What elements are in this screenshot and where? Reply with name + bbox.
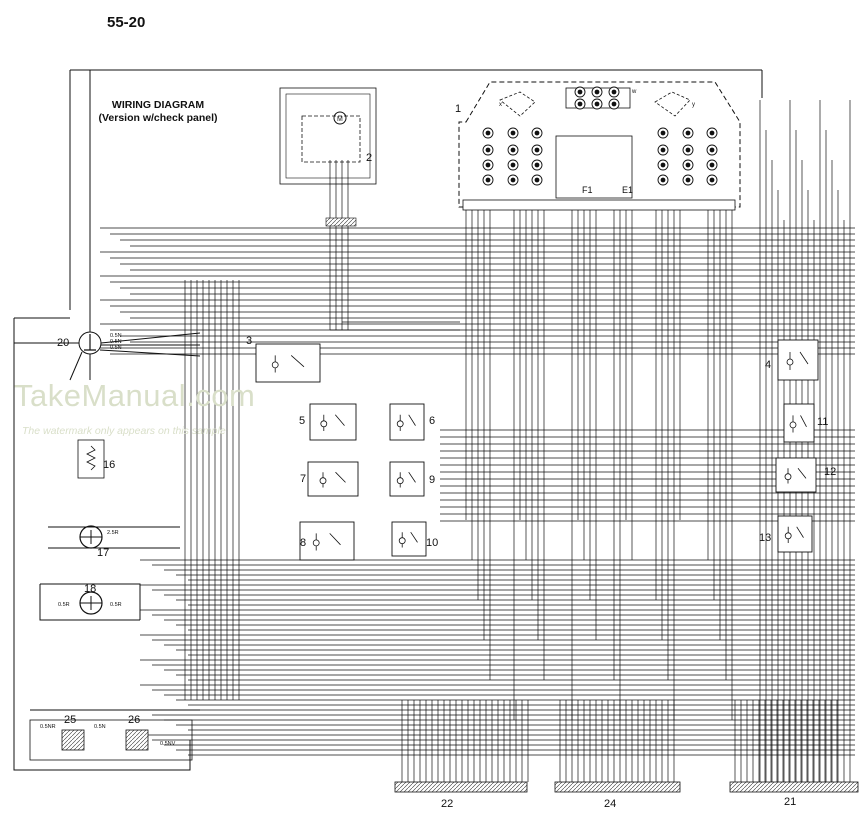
label-5: 5	[299, 415, 305, 427]
wire-label-1: 0.5N	[110, 333, 122, 339]
wire-labels: 0.5N 0.5N 2.5R 0.5R 0.5R 0.5NR 0.5N 0.5N…	[40, 333, 176, 747]
corner-mark-w: w	[631, 89, 637, 95]
wire-label-2: 0.5N	[110, 339, 122, 345]
svg-text:M: M	[337, 116, 343, 123]
instrument-panel	[458, 81, 741, 211]
panel-center-display	[555, 135, 633, 199]
label-7: 7	[300, 473, 306, 485]
diagram-title: WIRING DIAGRAM (Version w/check panel)	[95, 99, 221, 125]
label-18: 18	[84, 583, 96, 595]
label-13: 13	[759, 532, 771, 544]
label-3: 3	[246, 335, 252, 347]
label-20: 20	[57, 337, 69, 349]
connector-f1-label: F1	[582, 185, 593, 195]
connector-e1-label: E1	[622, 185, 633, 195]
label-22: 22	[441, 798, 453, 810]
corner-mark-x: x	[499, 102, 502, 108]
wire-label-7: 0.5N	[94, 724, 106, 730]
wire-label-5: 0.5R	[110, 602, 122, 608]
watermark-brand: TakeManual.com	[14, 378, 256, 413]
watermark-note: The watermark only appears on this sampl…	[22, 425, 226, 437]
label-16: 16	[103, 459, 115, 471]
label-11: 11	[817, 416, 828, 428]
corner-mark-y: y	[692, 102, 695, 108]
label-4: 4	[765, 359, 771, 371]
label-1: 1	[455, 103, 461, 115]
page-number: 55-20	[107, 14, 146, 31]
label-10: 10	[426, 537, 438, 549]
label-8: 8	[300, 537, 306, 549]
lower-left-components	[14, 439, 200, 771]
wire-label-6: 0.5NR	[40, 724, 56, 730]
label-17: 17	[97, 547, 109, 559]
label-21: 21	[784, 796, 796, 808]
label-26: 26	[128, 714, 140, 726]
wire-label-8: 0.5NV	[160, 741, 176, 747]
diagram-title-line-1: WIRING DIAGRAM	[111, 99, 205, 111]
panel-labels: F1 E1 x y w	[499, 89, 695, 195]
warning-lamps	[482, 86, 718, 186]
label-2: 2	[366, 152, 372, 164]
wiper-motor-assembly: M	[279, 87, 377, 227]
label-9: 9	[429, 474, 435, 486]
wire-label-9: 0.5N	[110, 345, 122, 351]
ground-star-node	[14, 70, 201, 381]
diagram-title-line-2: (Version w/check panel)	[98, 112, 218, 124]
component-labels: 1 2 3 4 5 6 7 8 9 10 11 12 13 16 17 18 2…	[57, 103, 836, 810]
bottom-connectors	[394, 781, 859, 793]
panel-connector-strip	[462, 199, 736, 211]
relay-boxes	[255, 339, 819, 561]
wire-label-3: 2.5R	[107, 530, 119, 536]
wire-label-4: 0.5R	[58, 602, 70, 608]
label-25: 25	[64, 714, 76, 726]
label-12: 12	[824, 466, 836, 478]
label-24: 24	[604, 798, 616, 810]
label-6: 6	[429, 415, 435, 427]
